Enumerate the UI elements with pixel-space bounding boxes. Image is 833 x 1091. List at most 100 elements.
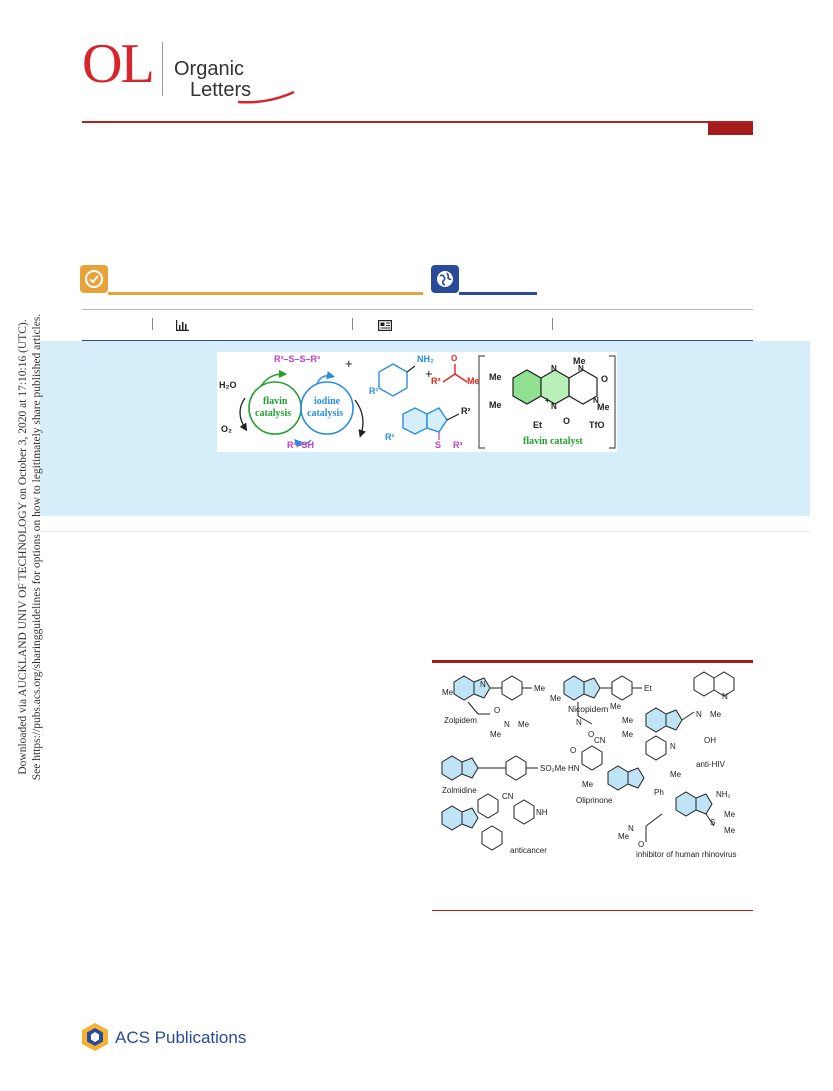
nitrogen-label: N	[628, 824, 634, 833]
catalyst-caption: flavin catalyst	[523, 436, 583, 447]
metrics-separator	[352, 318, 353, 330]
catalyst-methyl-label: Me	[489, 400, 502, 410]
figure-drugs: Me Me N O N Me Me Zolpidem Me Et Me N O …	[432, 664, 753, 904]
zolmidine-label: Zolmidine	[442, 786, 477, 795]
methyl-label: Me	[467, 376, 480, 386]
oxygen-label: O	[588, 730, 595, 739]
catalyst-counterion-label: TfO	[589, 420, 605, 430]
hydroxyl-label: OH	[704, 736, 716, 745]
globe-icon	[437, 271, 453, 287]
nitrogen-label: N	[504, 720, 510, 729]
article-type-tab	[708, 123, 753, 135]
iodine-cycle-label: iodine	[314, 396, 341, 407]
disulfide-label: R³–S–S–R³	[274, 354, 321, 364]
journal-name-line2: Letters	[190, 79, 252, 101]
toc-scheme	[239, 355, 616, 449]
catalyst-oxygen-label: O	[601, 374, 609, 384]
r1-label: R¹	[369, 386, 379, 396]
catalyst-nitrogen-label: N	[578, 364, 584, 373]
catalyst-charge-label: +	[545, 396, 550, 405]
journal-logo[interactable]: OL	[82, 33, 155, 95]
amine-label: HN	[568, 764, 580, 773]
methyl-label: Me	[518, 720, 530, 729]
figure-structures	[441, 671, 735, 851]
product-s-label: S	[435, 440, 442, 450]
plus-sign: +	[425, 366, 433, 381]
product-r2-label: R²	[461, 406, 471, 416]
product-r1-label: R¹	[385, 432, 395, 442]
catalyst-nitrogen-label: N	[551, 364, 557, 373]
methyl-label: Me	[618, 832, 630, 841]
anti-hiv-label: anti-HIV	[696, 760, 725, 769]
methyl-label: Me	[582, 780, 594, 789]
abstract-bottom-rule	[40, 531, 810, 532]
nitrogen-label: N	[480, 680, 486, 689]
open-access-badge[interactable]	[431, 265, 459, 293]
catalyst-nitrogen-label: N	[593, 396, 599, 405]
article-recommendations-icon[interactable]	[378, 320, 392, 331]
acs-publications-wordmark[interactable]: ACS Publications	[115, 1028, 247, 1047]
cite-this-badge[interactable]	[80, 265, 108, 293]
methyl-label: Me	[610, 702, 622, 711]
catalyst-methyl-label: Me	[573, 356, 586, 366]
metrics-bar-chart-icon[interactable]	[176, 320, 189, 331]
cyano-label: CN	[502, 792, 514, 801]
nitrogen-label: N	[696, 710, 702, 719]
iodine-cycle-label: catalysis	[307, 408, 344, 419]
r2-label: R²	[431, 376, 441, 386]
nicopidem-label: Nicopidem	[568, 704, 609, 714]
catalyst-methyl-label: Me	[489, 372, 502, 382]
flavin-cycle-label: catalysis	[255, 408, 292, 419]
phenyl-label: Ph	[654, 788, 664, 797]
metrics-top-rule	[82, 309, 753, 310]
amino-label: NH₂	[716, 790, 731, 799]
oxygen-label: O	[570, 746, 577, 755]
header-rule	[82, 121, 753, 123]
figure-top-rule	[432, 660, 753, 663]
metrics-bottom-rule	[82, 340, 753, 341]
plus-sign: +	[345, 356, 353, 371]
logo-swoosh-icon	[237, 90, 295, 104]
product-r3-label: R³	[453, 440, 463, 450]
metrics-separator	[552, 318, 553, 330]
open-access-bar	[459, 292, 537, 295]
download-notice-line1: Downloaded via AUCKLAND UNIV OF TECHNOLO…	[17, 319, 29, 775]
check-circle-icon	[85, 270, 103, 288]
oliprinone-label: Oliprinone	[576, 796, 613, 805]
methyl-label: Me	[724, 826, 736, 835]
catalyst-nitrogen-label: N	[551, 402, 557, 411]
methyl-label: Me	[710, 710, 722, 719]
thiol-label: R³–SH	[287, 440, 315, 450]
methyl-label: Me	[550, 694, 562, 703]
methyl-label: Me	[622, 730, 634, 739]
download-notice-line2: See https://pubs.acs.org/sharingguidelin…	[31, 313, 43, 781]
oxygen-label: O	[638, 840, 645, 849]
oxygen-label: O	[494, 706, 501, 715]
flavin-cycle-label: flavin	[263, 396, 288, 407]
catalyst-ethyl-label: Et	[533, 420, 542, 430]
methyl-label: Me	[622, 716, 634, 725]
rhinovirus-label: inhibitor of human rhinovirus	[636, 850, 737, 859]
nitrogen-label: N	[722, 692, 728, 701]
sulfur-label: S	[710, 818, 716, 827]
cyano-label: CN	[594, 736, 606, 745]
ethyl-label: Et	[644, 684, 652, 693]
methyl-label: Me	[490, 730, 502, 739]
ketone-oxygen: O	[451, 354, 458, 363]
methyl-label: Me	[724, 810, 736, 819]
nh2-label: NH₂	[417, 354, 434, 364]
water-label: H₂O	[219, 380, 237, 390]
amine-label: NH	[536, 808, 548, 817]
catalyst-methyl-label: Me	[597, 402, 610, 412]
download-notice: Downloaded via AUCKLAND UNIV OF TECHNOLO…	[16, 272, 44, 822]
nitrogen-label: N	[670, 742, 676, 751]
methyl-label: Me	[534, 684, 546, 693]
oxygen-label: O₂	[221, 424, 232, 434]
catalyst-oxygen-label: O	[563, 416, 571, 426]
methylsulfonyl-label: SO₂Me	[540, 764, 566, 773]
figure-bottom-rule	[432, 910, 753, 911]
logo-divider	[162, 42, 163, 96]
cite-bar	[108, 292, 423, 295]
methyl-label: Me	[442, 688, 454, 697]
anticancer-label: anticancer	[510, 846, 547, 855]
